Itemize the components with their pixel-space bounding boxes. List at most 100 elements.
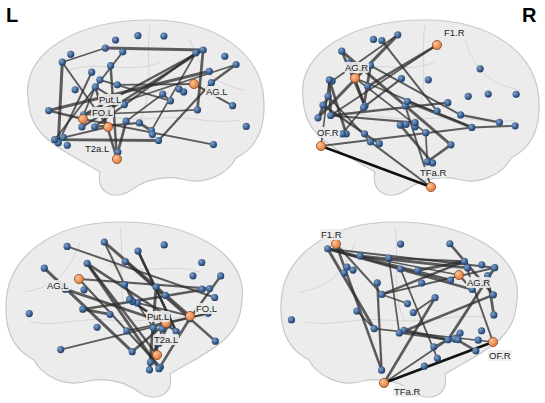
- region-label: FO.L: [195, 303, 218, 314]
- brain-panel: [6, 222, 242, 397]
- connection-line: [370, 142, 431, 187]
- region-dot: [107, 62, 114, 69]
- region-dot: [206, 285, 213, 292]
- region-dot: [353, 307, 360, 314]
- region-dot: [147, 359, 154, 366]
- connection-line: [321, 146, 431, 187]
- region-dot: [161, 241, 168, 248]
- connection-line: [83, 119, 213, 145]
- region-label: Put.L: [146, 311, 170, 322]
- region-dot: [155, 137, 162, 144]
- connection-line: [342, 107, 363, 133]
- brain-panel: [281, 222, 517, 397]
- region-dot: [338, 48, 345, 55]
- hub-dot: [103, 122, 112, 131]
- hub-dot: [78, 114, 87, 123]
- sulcus-line: [190, 40, 245, 90]
- brain-panel: [303, 20, 539, 195]
- region-dot: [371, 325, 378, 332]
- hub-dot: [74, 274, 83, 283]
- region-dot: [465, 93, 472, 100]
- brain-surface: [281, 222, 517, 397]
- region-label: Put.L: [98, 94, 122, 105]
- region-dot: [134, 247, 141, 254]
- region-dot: [378, 37, 385, 44]
- connection-line: [79, 279, 210, 289]
- region-dot: [93, 324, 100, 331]
- region-dot: [210, 141, 217, 148]
- region-label: OF.R: [488, 350, 512, 361]
- region-dot: [490, 311, 497, 318]
- connection-line: [328, 249, 495, 268]
- region-dot: [221, 53, 228, 60]
- region-dot: [206, 68, 213, 75]
- region-dot: [370, 36, 377, 43]
- region-dot: [404, 98, 411, 105]
- region-dot: [150, 324, 157, 331]
- hub-dot: [331, 239, 340, 248]
- region-dot: [418, 279, 425, 286]
- region-dot: [102, 44, 109, 51]
- region-dot: [126, 296, 133, 303]
- connection-line: [450, 244, 494, 295]
- region-dot: [88, 69, 95, 76]
- region-dot: [385, 254, 392, 261]
- region-dot: [155, 365, 162, 372]
- region-dot: [461, 258, 468, 265]
- region-dot: [288, 316, 295, 323]
- region-label: AG.R: [466, 277, 491, 288]
- connection-line: [211, 65, 236, 83]
- region-dot: [447, 141, 454, 148]
- region-dot: [121, 281, 128, 288]
- region-dot: [119, 48, 126, 55]
- brain-surface: [28, 20, 264, 195]
- region-dot: [414, 267, 421, 274]
- region-dot: [478, 327, 485, 334]
- hub-dot: [152, 350, 161, 359]
- brain-surface: [303, 20, 539, 195]
- hub-dot: [185, 311, 194, 320]
- region-dot: [96, 76, 103, 83]
- region-dot: [45, 107, 52, 114]
- connection-line: [79, 279, 160, 367]
- connection-line: [365, 79, 401, 107]
- region-dot: [326, 76, 333, 83]
- connection-line: [336, 244, 382, 370]
- region-dot: [229, 102, 236, 109]
- region-dot: [431, 294, 438, 301]
- connection-line: [472, 126, 515, 128]
- region-dot: [343, 263, 350, 270]
- region-dot: [51, 136, 58, 143]
- connection-line: [194, 84, 233, 106]
- region-dot: [160, 32, 167, 39]
- region-dot: [454, 336, 461, 343]
- region-dot: [397, 240, 404, 247]
- sulcus-line: [300, 242, 355, 292]
- hemisphere-label: R: [522, 4, 536, 26]
- region-dot: [192, 49, 199, 56]
- region-dot: [59, 59, 66, 66]
- connection-line: [62, 48, 105, 62]
- region-dot: [112, 36, 119, 43]
- region-dot: [430, 343, 437, 350]
- region-dot: [314, 114, 321, 121]
- region-dot: [162, 292, 169, 299]
- region-label: F1.R: [320, 229, 343, 240]
- region-dot: [149, 131, 156, 138]
- sulcus-line: [140, 25, 150, 120]
- region-dot: [200, 46, 207, 53]
- region-dot: [491, 264, 498, 271]
- region-dot: [136, 119, 143, 126]
- region-dot: [41, 265, 48, 272]
- region-dot: [146, 366, 153, 373]
- region-dot: [79, 306, 86, 313]
- region-dot: [134, 32, 141, 39]
- region-dot: [57, 346, 64, 353]
- region-dots: [26, 31, 520, 387]
- region-label: TFa.R: [393, 386, 421, 397]
- region-dot: [106, 311, 113, 318]
- region-dot: [122, 258, 129, 265]
- region-label: FO.L: [91, 107, 114, 118]
- hub-dot: [350, 73, 359, 82]
- region-dot: [464, 264, 471, 271]
